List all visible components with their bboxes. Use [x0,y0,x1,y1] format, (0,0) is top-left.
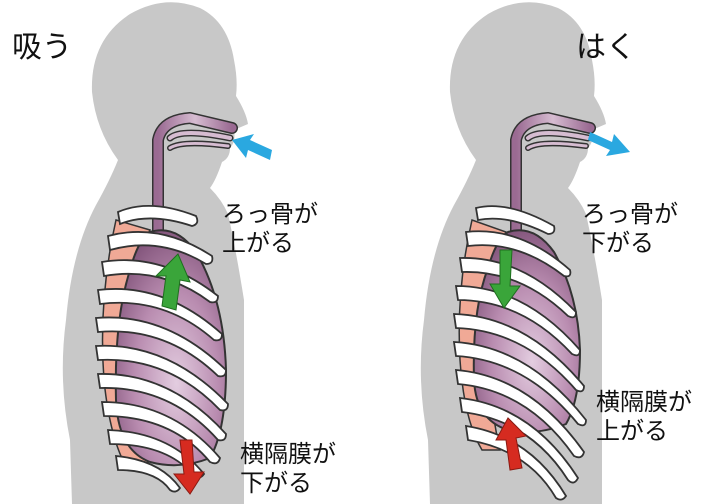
air-out-arrow-icon [588,132,630,156]
exhale-rib-note-line-1: ろっ骨が [582,200,678,229]
inhale-rib-note: ろっ骨が 上がる [222,200,318,259]
exhale-title: はく [576,30,636,67]
exhale-diaphragm-note-line-1: 横隔膜が [596,388,692,417]
exhale-rib-note: ろっ骨が 下がる [582,200,678,259]
inhale-rib-note-line-2: 上がる [222,229,318,258]
inhale-rib-note-line-1: ろっ骨が [222,200,318,229]
exhale-diaphragm-note-line-2: 上がる [596,417,692,446]
air-in-arrow-icon [232,134,272,160]
exhale-diaphragm-note: 横隔膜が 上がる [596,388,692,447]
inhale-diaphragm-note-line-1: 横隔膜が [240,440,336,469]
inhale-diaphragm-note: 横隔膜が 下がる [240,440,336,499]
exhale-rib-note-line-2: 下がる [582,229,678,258]
inhale-title: 吸う [12,30,72,67]
inhale-diaphragm-note-line-2: 下がる [240,469,336,498]
